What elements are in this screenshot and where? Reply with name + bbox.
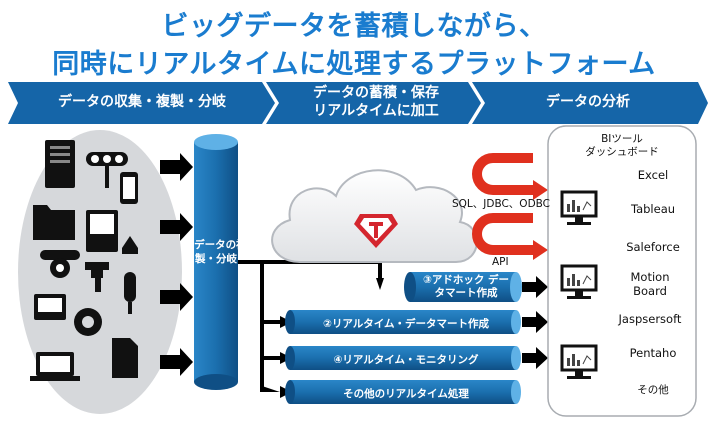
arrow-to-adhoc [376, 278, 384, 290]
bi-header-2: ダッシュボード [585, 146, 659, 158]
banner-step-3-label: データの分析 [546, 94, 630, 110]
input-arrow-2 [160, 213, 193, 241]
banner-step-2-label-a: データの蓄積・保存 [313, 85, 439, 101]
bi-tool-jaspsersoft: Jaspsersoft [618, 312, 682, 326]
other-pipe-label: その他のリアルタイム処理 [343, 388, 469, 400]
output-arrow-monitoring [522, 347, 548, 369]
logo-icon [354, 214, 398, 248]
monitor-icon [560, 344, 598, 379]
sql-connector [472, 153, 533, 195]
folder-icon [33, 205, 75, 240]
banner-chevrons [8, 82, 708, 124]
datamart-pipe-label: ②リアルタイム・データマート作成 [322, 318, 490, 330]
input-arrow-4 [160, 348, 193, 376]
bi-tool-tableau: Tableau [630, 202, 676, 216]
banner-step-2 [266, 82, 481, 124]
api-connector [472, 213, 533, 255]
banner-step-1-label: データの収集・複製・分岐 [58, 94, 226, 110]
server-icon [45, 140, 75, 188]
microphone-icon [124, 272, 136, 302]
title-line-2: 同時にリアルタイムに処理するプラットフォーム [52, 49, 656, 80]
bi-tool-motion-board: Motion Board [630, 270, 670, 298]
output-arrow-adhoc [522, 276, 548, 298]
adhoc-pipe [404, 272, 522, 302]
banner-step-3 [472, 82, 708, 124]
sql-connector-label: SQL、JDBC、ODBC [452, 198, 551, 210]
document-icon [112, 338, 138, 378]
bi-tool-other: その他 [637, 384, 669, 396]
input-arrows [160, 153, 193, 376]
bi-header-1: BIツール [601, 133, 643, 145]
faucet-icon [85, 262, 109, 278]
device-icons [30, 140, 138, 381]
input-arrow-3 [160, 283, 193, 311]
output-arrows [522, 276, 548, 369]
adhoc-pipe-label: ③アドホック データマート作成 [422, 274, 510, 299]
camera-icon [40, 250, 80, 260]
bi-tool-pentaho: Pentaho [629, 346, 677, 360]
monitor-icon [560, 190, 598, 225]
monitor-icon [560, 264, 598, 299]
banner-step-1 [8, 82, 275, 124]
monitoring-pipe-label: ④リアルタイム・モニタリング [333, 354, 479, 366]
input-arrow-1 [160, 153, 193, 181]
connectors [472, 153, 548, 260]
monitoring-pipe [285, 346, 521, 370]
datamart-pipe [285, 310, 521, 334]
bi-tool-saleforce: Saleforce [626, 240, 680, 254]
bi-tool-excel: Excel [637, 168, 669, 182]
banner-step-2-label-b: リアルタイムに加工 [313, 103, 439, 119]
title-line-1: ビッグデータを蓄積しながら、 [161, 11, 547, 42]
output-arrow-datamart [522, 311, 548, 333]
main-pipe-label: ①データの複製・分岐 [185, 239, 247, 265]
alarm-light-icon [122, 236, 138, 248]
main-pipe [194, 134, 238, 390]
monitor-icons [560, 190, 598, 379]
other-pipe [285, 380, 521, 404]
api-connector-label: API [492, 256, 509, 268]
